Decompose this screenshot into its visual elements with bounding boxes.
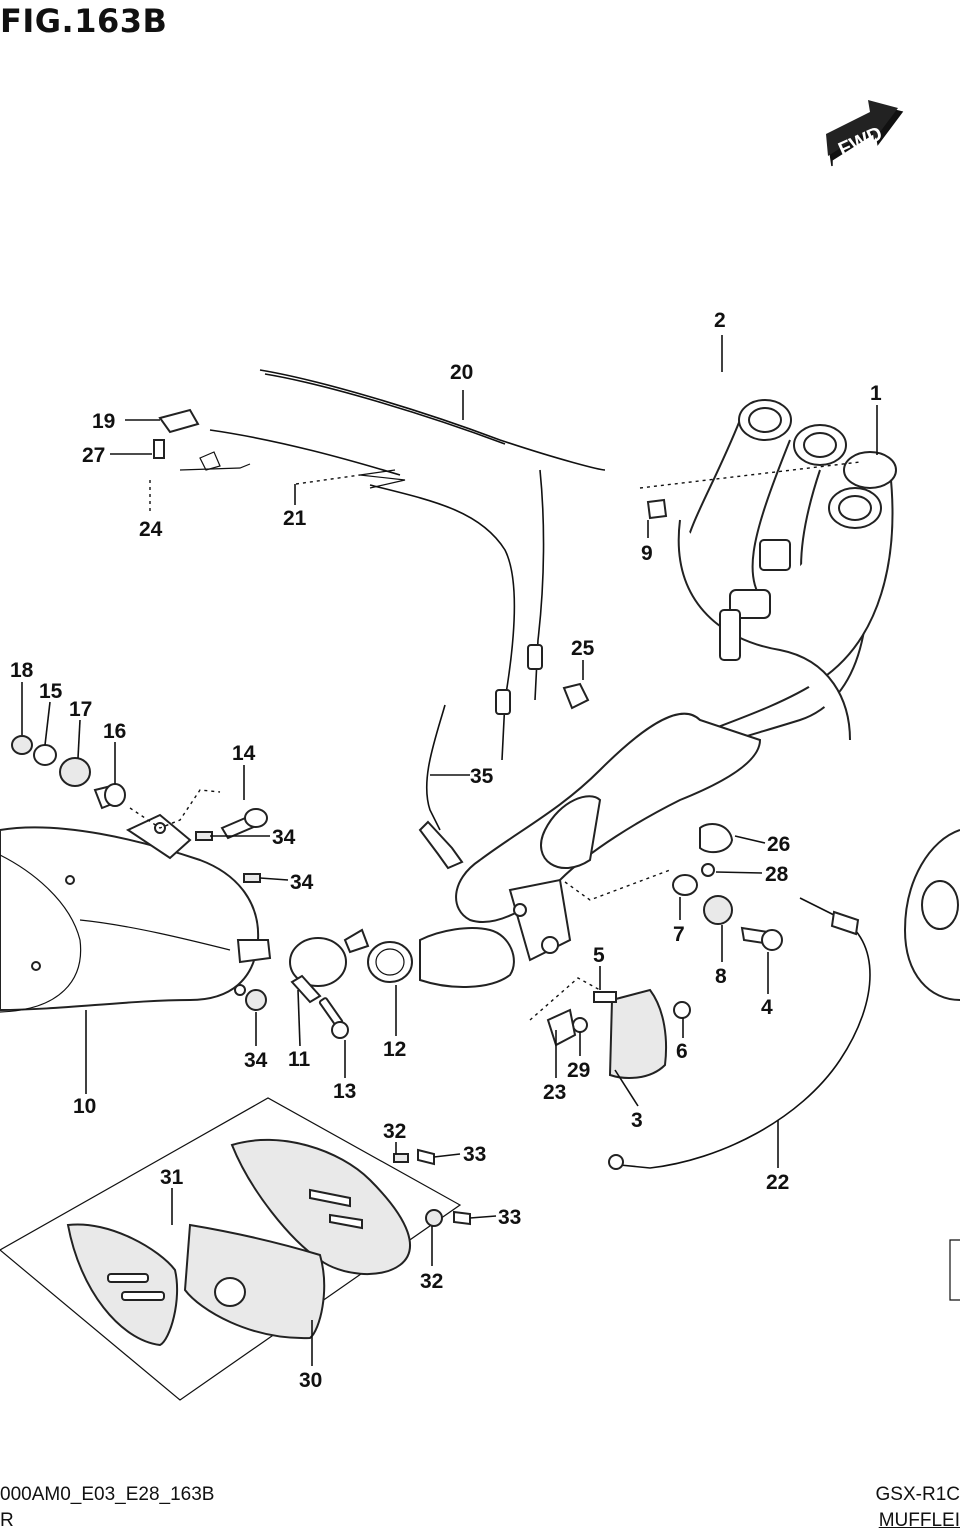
callout-17: 17 [69,698,92,721]
callout-30: 30 [299,1369,322,1392]
callout-34-middle: 34 [290,871,314,894]
callout-19: 19 [92,410,115,433]
callout-8: 8 [715,965,727,988]
muffler-end-cap-partial [903,829,960,1301]
cable-guide-parts [153,408,251,471]
callout-28: 28 [765,863,789,886]
callout-20: 20 [450,361,473,384]
callout-13: 13 [333,1080,356,1103]
callout-1: 1 [870,382,882,405]
callout-32-upper: 32 [383,1120,406,1143]
callout-15: 15 [39,680,63,703]
callout-29: 29 [567,1059,590,1082]
callout-23: 23 [543,1081,566,1104]
section-name: MUFFLEI [878,1510,960,1531]
callout-35: 35 [470,765,494,788]
callout-9: 9 [641,542,653,565]
callout-34-lower: 34 [244,1049,268,1072]
callout-3: 3 [631,1109,643,1132]
callout-31: 31 [160,1166,184,1189]
callout-33-upper: 33 [463,1143,486,1166]
muffler-body [0,813,272,1013]
valve-cables [209,369,606,761]
callout-2: 2 [714,309,726,332]
callout-22: 22 [766,1171,789,1194]
callout-16: 16 [103,720,126,743]
model-code: GSX-R1C [875,1484,960,1505]
exhaust-header-pipes [419,399,897,988]
drawing-code: 000AM0_E03_E28_163B [0,1484,215,1505]
callout-12: 12 [383,1038,406,1061]
muffler-clamp [289,928,370,1004]
callout-6: 6 [676,1040,688,1063]
leader-lines [21,335,878,1366]
heat-shield [546,988,691,1079]
callout-32-lower: 32 [420,1270,443,1293]
callout-25: 25 [571,637,595,660]
callout-24: 24 [139,518,163,541]
callout-33-lower: 33 [498,1206,521,1229]
callout-18: 18 [10,659,34,682]
fwd-direction-badge: FWD [826,100,904,167]
callout-labels: 1 2 3 4 5 6 7 8 9 10 11 12 13 14 15 16 1… [10,309,882,1392]
muffler-protector-kit [0,1097,471,1401]
oxygen-sensors [418,704,871,1170]
callout-26: 26 [767,833,790,856]
callout-10: 10 [73,1095,96,1118]
callout-21: 21 [283,507,307,530]
muffler-gasket [367,941,413,983]
clamp-bolt [318,997,349,1039]
callout-4: 4 [761,996,773,1019]
callout-11: 11 [288,1048,311,1071]
callout-27: 27 [82,444,105,467]
callout-34-upper: 34 [272,826,296,849]
bracket-hardware [562,498,783,951]
callout-7: 7 [673,923,685,946]
section-name-fragment-left: R [0,1510,14,1531]
callout-5: 5 [593,944,605,967]
callout-14: 14 [232,742,256,765]
figure-title: FIG.163B [0,2,168,40]
